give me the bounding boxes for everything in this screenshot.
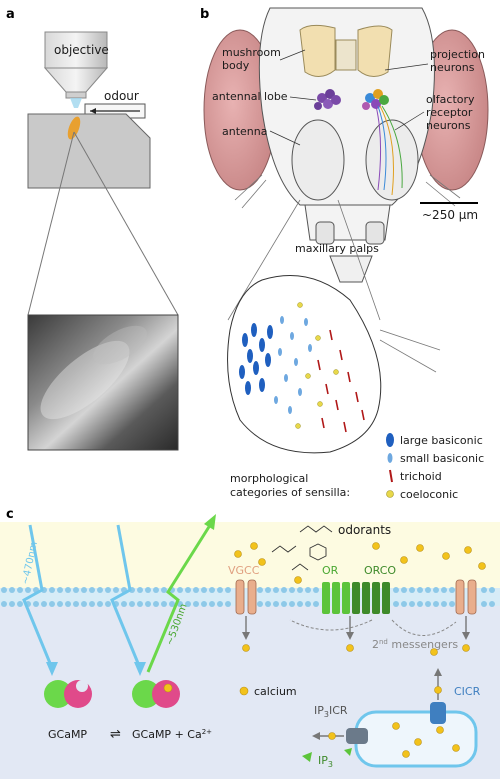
gcamp-unbound: [44, 680, 92, 708]
calcium-ions-er: [392, 722, 460, 758]
excitation-light-470: [22, 524, 146, 676]
calcium-ions-extracellular: [234, 542, 486, 584]
equilibrium-symbol: ⇌: [110, 727, 121, 742]
coeloconic-sensilla: [295, 302, 339, 429]
receptor-neurons: [375, 105, 403, 196]
legend-swatch-large-basiconic: [386, 433, 394, 447]
gcamp-label: GCaMP: [48, 728, 87, 741]
antenna-label: antenna: [222, 125, 267, 138]
calcium-legend-icon: [239, 686, 249, 696]
legend-swatch-trichoid: [389, 469, 393, 483]
objective-lens: [43, 31, 109, 108]
enlarged-antenna: [227, 275, 382, 454]
trichoid-sensilla: [317, 329, 365, 433]
odorants-label: odorants: [338, 523, 391, 537]
legend-label-trichoid: trichoid: [400, 470, 442, 483]
cicr-label: CICR: [454, 685, 481, 698]
mushroom-body-label-2: body: [222, 59, 250, 72]
second-messengers-label: 2nd messengers: [372, 638, 458, 651]
fly-antenna-prep: [67, 116, 81, 140]
legend-item-large-basiconic: large basiconic: [386, 433, 483, 447]
calcium-label: calcium: [254, 685, 297, 698]
maxillary-palp-right: [365, 221, 385, 245]
second-messenger-arrows: [289, 619, 457, 636]
panel-c: c ~470nm ~530nm odorants: [0, 507, 500, 779]
emission-light-530: [146, 514, 216, 673]
legend-swatch-coeloconic: [386, 490, 394, 498]
odorant-molecules: [271, 525, 333, 571]
legend-item-small-basiconic: small basiconic: [387, 452, 484, 465]
categories-label-2: categories of sensilla:: [230, 486, 350, 499]
small-basiconic-sensilla: [274, 316, 312, 414]
orn-label-1: olfactory: [426, 93, 475, 106]
gcamp-bound: [132, 680, 180, 708]
scale-bar-label: ~250 μm: [422, 208, 478, 222]
ip3icr-label: IP3ICR: [314, 704, 348, 719]
vgcc-label: VGCC: [228, 564, 260, 577]
panel-a-letter: a: [6, 7, 15, 22]
orco-label: ORCO: [364, 564, 396, 577]
ip3-label: IP3: [318, 754, 333, 769]
left-antenna: [291, 119, 345, 201]
panel-b: b: [200, 7, 489, 501]
sensilla-field: [239, 302, 365, 433]
ip3-receptor-channel: [312, 728, 368, 756]
panel-b-letter: b: [200, 7, 209, 22]
or-orco-complex: [322, 582, 390, 640]
vgcc-channel: [235, 579, 257, 640]
right-antenna: [365, 119, 419, 201]
preparation-block: [27, 113, 151, 189]
legend-label-large-basiconic: large basiconic: [400, 434, 483, 447]
label-leaders: [269, 49, 429, 146]
cicr-channel: [430, 668, 446, 724]
maxillary-palp-left: [315, 221, 335, 245]
legend-label-coeloconic: coeloconic: [400, 488, 458, 501]
sensilla-legend: large basiconic small basiconic trichoid…: [386, 433, 484, 501]
gcamp-ca-label: GCaMP + Ca2+: [132, 728, 212, 741]
membrane-channel-right: [455, 579, 477, 640]
mushroom-body: [299, 24, 393, 77]
maxillary-palps-label: maxillary palps: [295, 242, 379, 255]
objective-label: objective: [54, 43, 109, 57]
legend-item-trichoid: trichoid: [389, 469, 442, 483]
large-basiconic-sensilla: [239, 323, 273, 395]
projection-neurons-label-1: projection: [430, 48, 485, 61]
legend-swatch-small-basiconic: [387, 453, 393, 463]
orn-label-3: neurons: [426, 119, 471, 132]
antennal-lobe-label: antennal lobe: [212, 90, 288, 103]
calcium-ions-intracellular: [242, 644, 470, 656]
ip3-molecule: [302, 752, 312, 762]
legend-label-small-basiconic: small basiconic: [400, 452, 484, 465]
projection-neurons-label-2: neurons: [430, 61, 475, 74]
antennal-lobe: [314, 89, 341, 110]
panel-c-letter: c: [6, 507, 14, 522]
orn-label-2: receptor: [426, 106, 473, 119]
odour-label: odour: [104, 89, 139, 103]
legend-item-coeloconic: coeloconic: [386, 488, 458, 501]
or-label: OR: [322, 564, 339, 577]
panel-a: a objective odour: [6, 7, 179, 451]
calcium-image: [27, 314, 179, 451]
categories-label-1: morphological: [230, 472, 308, 485]
mushroom-body-label-1: mushroom: [222, 46, 281, 59]
